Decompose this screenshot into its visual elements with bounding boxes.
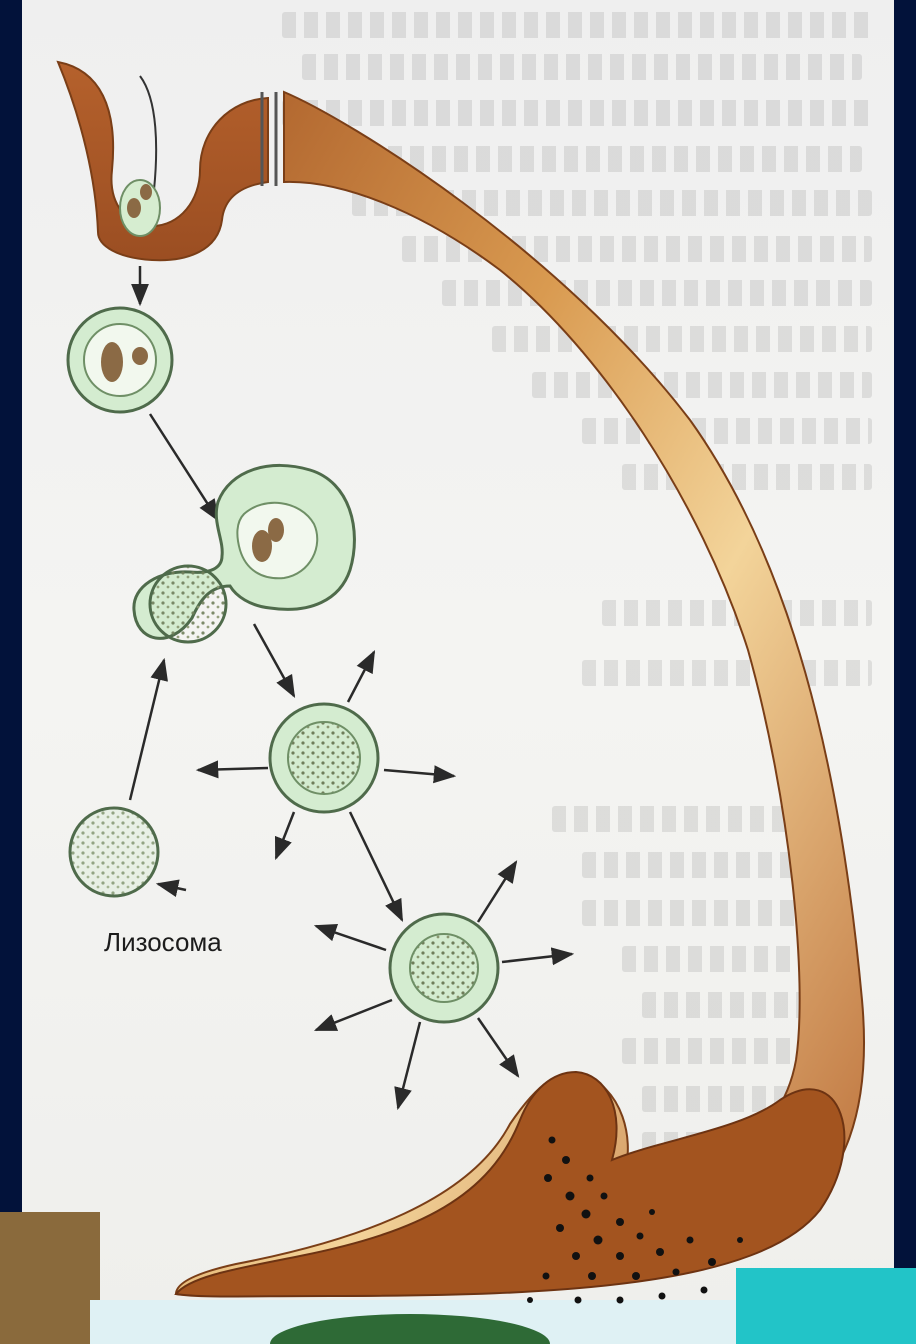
- arrow-phagosome-to-fusion: [150, 414, 218, 520]
- lysosome-lower: [390, 914, 498, 1022]
- fusion-vesicle: [134, 465, 355, 642]
- arrow-lower-out-down: [398, 1022, 420, 1108]
- membrane-bottom-fold: [176, 1072, 844, 1297]
- arrow-lower-out-right: [502, 954, 572, 962]
- arrow-lower-out-up: [478, 862, 516, 922]
- arrow-out-up: [348, 652, 374, 702]
- arrow-lysosome-to-fusion: [130, 660, 164, 800]
- arrow-to-lower-lysosome: [350, 812, 402, 920]
- lysosome-small-left: [70, 808, 158, 896]
- lysosome-label: Лизосома: [104, 927, 222, 958]
- plasma-membrane-left: [58, 62, 268, 260]
- arrow-out-left: [198, 768, 268, 770]
- arrow-fusion-to-lysosome: [254, 624, 294, 696]
- arrow-lower-out-left: [316, 926, 386, 950]
- arrow-lower-out-down-left: [316, 1000, 392, 1030]
- arrow-out-right: [384, 770, 454, 776]
- phagosome: [68, 308, 172, 412]
- arrow-lower-out-down-right: [478, 1018, 518, 1076]
- entry-path-line: [140, 76, 156, 190]
- arrow-to-small-lysosome: [158, 884, 186, 890]
- lysosome-middle: [270, 704, 378, 812]
- arrow-out-down-left: [276, 812, 294, 858]
